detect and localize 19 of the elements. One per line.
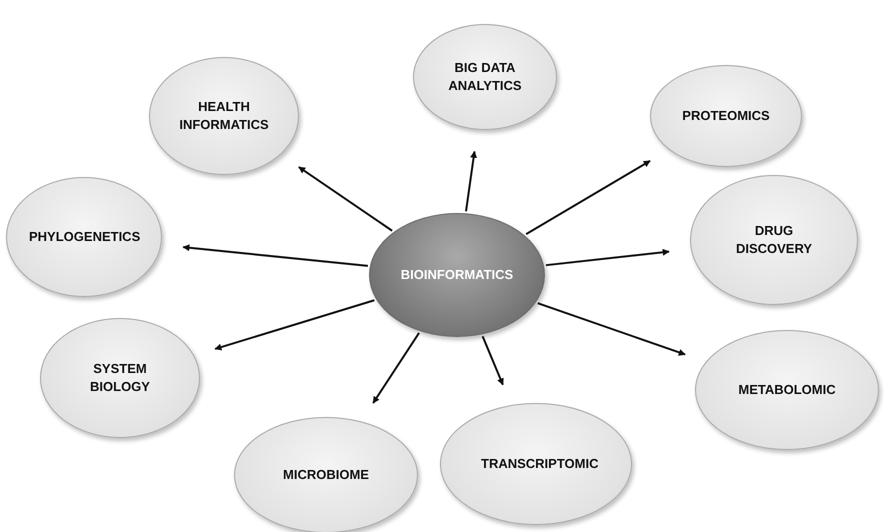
arrow	[482, 336, 504, 386]
node-label: TRANSCRIPTOMIC	[480, 454, 600, 473]
node-label: HEALTH INFORMATICS	[178, 98, 270, 134]
node-label: PROTEOMICS	[681, 106, 771, 125]
arrow	[526, 160, 651, 235]
node-label: DRUG DISCOVERY	[734, 222, 814, 258]
arrow	[372, 332, 420, 404]
node-label: SYSTEM BIOLOGY	[89, 360, 151, 396]
arrow	[465, 150, 478, 212]
node-label: BIG DATA ANALYTICS	[447, 58, 523, 95]
arrow	[537, 302, 686, 356]
node-label: PHYLOGENETICS	[28, 228, 142, 246]
arrow	[546, 248, 670, 266]
arrow	[298, 166, 393, 232]
node-label: METABOLOMIC	[737, 380, 837, 399]
node-label: BIOINFORMATICS	[400, 266, 514, 284]
arrow	[214, 299, 375, 350]
node-label: MICROBIOME	[282, 466, 370, 484]
arrow	[182, 244, 368, 267]
